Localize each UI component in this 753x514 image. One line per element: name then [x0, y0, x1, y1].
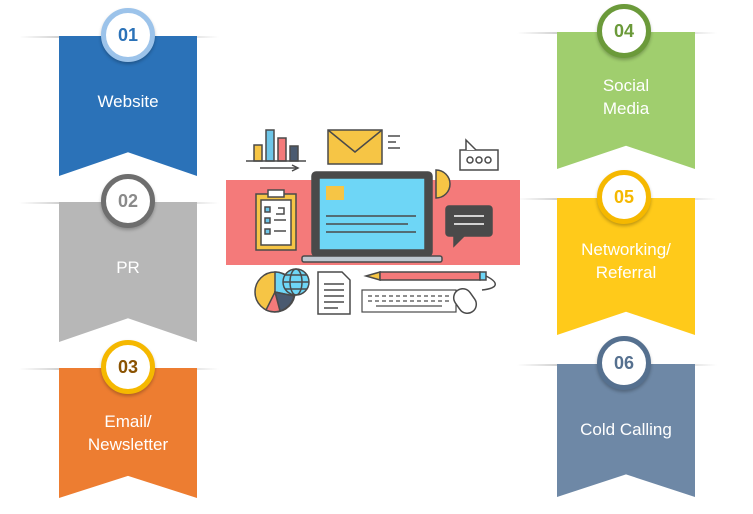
ribbon-number-badge: 03: [101, 340, 155, 394]
pencil-icon: [363, 271, 487, 281]
mouse-icon: [452, 275, 496, 315]
ribbon-website: Website 01: [19, 8, 219, 182]
ribbon-social-media: Social Media 04: [517, 4, 717, 178]
ribbon-label: PR: [116, 258, 140, 277]
ribbon-label: Email/ Newsletter: [87, 412, 169, 454]
ribbon-pr: PR 02: [19, 174, 219, 348]
ribbon-label: Cold Calling: [580, 420, 672, 439]
ribbon-networking-referral: Networking/ Referral 05: [517, 170, 717, 344]
ribbon-label: Networking/ Referral: [581, 240, 671, 282]
half-pie-icon: [435, 169, 451, 199]
ribbon-number-badge: 04: [597, 4, 651, 58]
ribbon-label: Website: [97, 92, 159, 111]
ribbon-label: Social Media: [602, 76, 650, 118]
ribbon-number-badge: 02: [101, 174, 155, 228]
ribbon-email-newsletter: Email/ Newsletter 03: [19, 340, 219, 514]
clipboard-icon: [255, 189, 297, 251]
message-icon: [445, 205, 493, 248]
ribbon-number-badge: 01: [101, 8, 155, 62]
ribbon-cold-calling: Cold Calling 06: [517, 336, 717, 510]
envelope-icon: [327, 129, 400, 165]
laptop-icon: [301, 171, 443, 263]
document-icon: [317, 271, 351, 315]
keyboard-icon: [361, 289, 457, 313]
ribbon-number-badge: 06: [597, 336, 651, 390]
ribbon-number-badge: 05: [597, 170, 651, 224]
globe-icon: [282, 268, 310, 296]
chat-bubble-icon: [459, 138, 499, 171]
marketing-illustration: [226, 129, 520, 315]
bar-chart-icon: [246, 129, 306, 172]
